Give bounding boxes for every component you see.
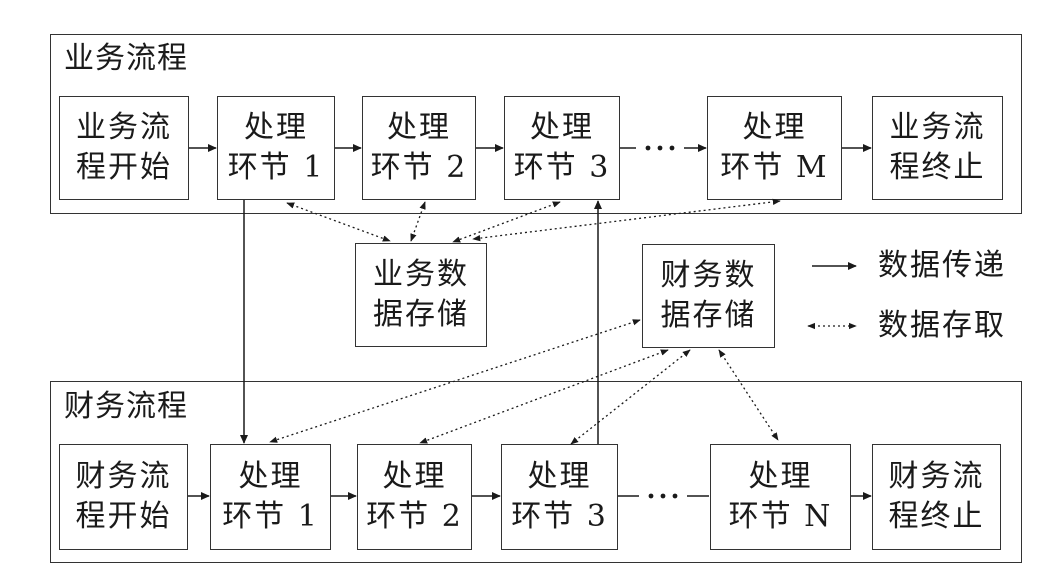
business-ellipsis-dot: [657, 145, 663, 151]
legend-transfer-label: 数据传递: [878, 248, 1006, 283]
business-start-node: 业务流程开始: [59, 96, 189, 200]
finance-data-store: 财务数据存储: [642, 244, 775, 348]
business-step-1-node: 处理环节 1: [217, 96, 335, 200]
finance-ellipsis-dot: [660, 493, 666, 499]
access-business-store-step3: [452, 201, 561, 243]
finance-step-n-node: 处理环节 N: [710, 444, 851, 550]
business-process-title: 业务流程: [64, 41, 188, 76]
finance-step-3-node: 处理环节 3: [501, 444, 618, 550]
business-step-m-node: 处理环节 M: [707, 96, 842, 200]
access-business-store-step1: [286, 202, 391, 242]
business-ellipsis-dot: [669, 145, 675, 151]
access-finance-store-step3: [570, 349, 691, 445]
access-finance-store-step1: [269, 319, 641, 443]
finance-step-1-node: 处理环节 1: [210, 444, 331, 550]
finance-step-2-node: 处理环节 2: [357, 444, 472, 550]
business-step-2-node: 处理环节 2: [362, 96, 476, 200]
finance-process-title: 财务流程: [64, 389, 188, 424]
finance-end-node: 财务流程终止: [872, 444, 1001, 550]
access-business-store-step-m: [472, 198, 781, 242]
finance-ellipsis-dot: [672, 493, 678, 499]
legend-access-label: 数据存取: [878, 308, 1006, 343]
access-business-store-step2: [410, 201, 426, 242]
business-end-node: 业务流程终止: [872, 96, 1003, 200]
access-finance-store-step2: [419, 349, 669, 444]
finance-start-node: 财务流程开始: [59, 444, 188, 550]
business-step-3-node: 处理环节 3: [504, 96, 620, 200]
access-finance-store-step-n: [718, 349, 779, 441]
business-ellipsis-dot: [645, 145, 651, 151]
finance-ellipsis-dot: [648, 493, 654, 499]
